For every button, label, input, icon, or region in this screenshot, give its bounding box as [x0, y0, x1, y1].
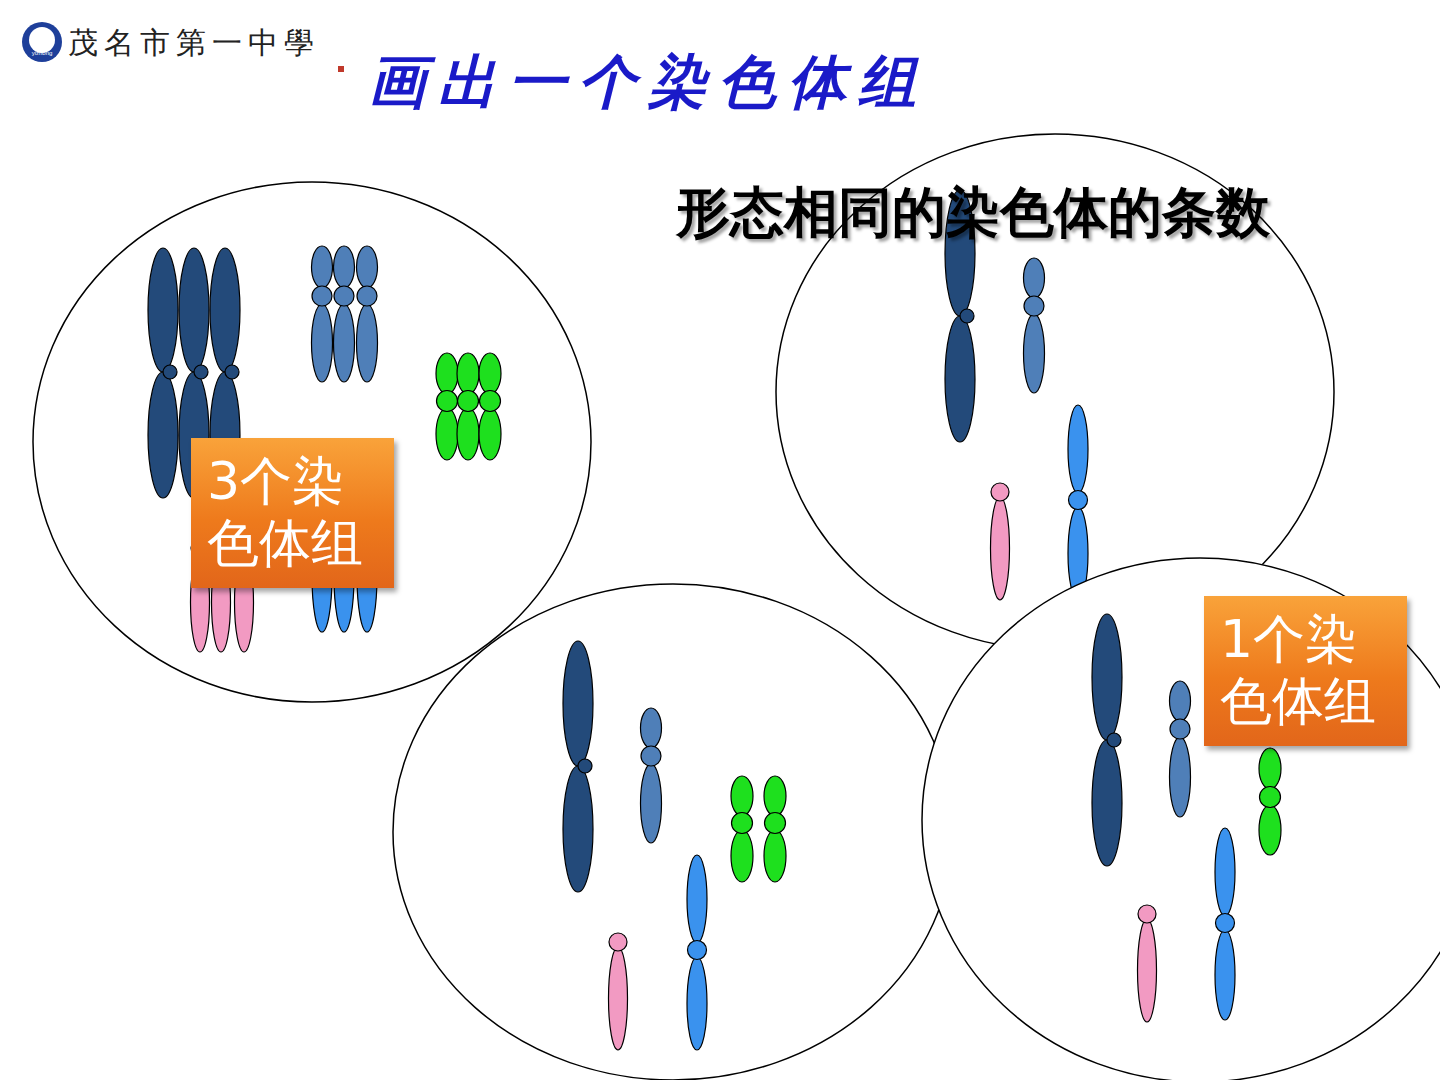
chromosome-arm	[334, 304, 355, 382]
centromere	[765, 813, 786, 834]
chromosome-arm	[563, 641, 593, 766]
signature-space	[336, 22, 346, 72]
school-logo	[22, 22, 62, 62]
chromosome-arm	[457, 408, 479, 460]
centromere	[480, 391, 501, 412]
key-hint: 形态相同的染色体的条数	[676, 180, 1270, 244]
centromere	[960, 309, 974, 323]
chromosome-arm	[1068, 405, 1088, 493]
chromosome-arm	[436, 408, 458, 460]
centromere	[1107, 733, 1121, 747]
chromosome-arm	[563, 766, 593, 892]
centromere	[1069, 491, 1088, 510]
centromere	[163, 365, 177, 379]
centromere	[688, 941, 707, 960]
chromosome-arm	[687, 855, 707, 943]
centromere	[609, 933, 627, 951]
centromere	[1260, 787, 1281, 808]
centromere	[641, 746, 661, 766]
centromere	[578, 759, 592, 773]
chromosome-arm	[479, 353, 501, 394]
chromosome-arm	[764, 776, 786, 816]
chromosome-arm	[357, 304, 378, 382]
chromosome-arm	[179, 248, 209, 372]
chromosome-arm	[1170, 681, 1191, 721]
cell-outline	[33, 182, 591, 702]
centromere	[1170, 719, 1190, 739]
school-logo-inner	[29, 27, 55, 53]
chromosome-arm	[334, 246, 355, 288]
centromere	[437, 391, 458, 412]
chromosome-arm	[609, 947, 628, 1050]
centromere	[458, 391, 479, 412]
slide-title: 画出一个染色体组	[368, 46, 928, 118]
chromosome-arm	[1170, 737, 1191, 817]
callout-text: 3个染色体组	[207, 450, 380, 574]
chromosome-arm	[731, 776, 753, 816]
callout-box: 3个染色体组	[191, 438, 394, 588]
chromosome-arm	[1138, 919, 1157, 1022]
logo-text: yizhong	[28, 50, 56, 57]
callout-box: 1个染色体组	[1204, 596, 1407, 746]
chromosome-arm	[148, 372, 178, 498]
chromosome-arm	[731, 830, 753, 882]
chromosome-arm	[1092, 740, 1122, 866]
school-name: 茂名市第一中學	[68, 24, 320, 62]
chromosome-arm	[1024, 258, 1045, 298]
chromosome-arm	[312, 246, 333, 288]
centromere	[991, 483, 1009, 501]
chromosome-arm	[641, 764, 662, 843]
chromosome-arm	[312, 304, 333, 382]
centromere	[1138, 905, 1156, 923]
centromere	[732, 813, 753, 834]
chromosome-arm	[991, 497, 1010, 600]
chromosome-arm	[1259, 805, 1281, 855]
chromosome-arm	[1092, 614, 1122, 740]
centromere	[1216, 914, 1235, 933]
seal-mark	[338, 66, 344, 72]
centromere	[225, 365, 239, 379]
cell-outline	[922, 558, 1440, 1080]
chromosome-arm	[641, 708, 662, 748]
callout-text: 1个染色体组	[1220, 608, 1393, 732]
centromere	[1024, 296, 1044, 316]
centromere	[357, 286, 377, 306]
chromosome-arm	[687, 957, 707, 1050]
chromosome-arm	[457, 353, 479, 394]
centromere	[312, 286, 332, 306]
chromosome-arm	[436, 353, 458, 394]
chromosome-arm	[1215, 930, 1235, 1020]
chromosome-arm	[764, 830, 786, 882]
cell-outline	[393, 584, 953, 1080]
chromosome-arm	[357, 246, 378, 288]
chromosome-arm	[1259, 748, 1281, 789]
chromosome-arm	[1024, 314, 1045, 393]
centromere	[194, 365, 208, 379]
chromosome-arm	[1215, 828, 1235, 916]
centromere	[334, 286, 354, 306]
chromosome-arm	[148, 248, 178, 372]
chromosome-arm	[479, 408, 501, 460]
chromosome-arm	[945, 316, 975, 442]
chromosome-arm	[210, 248, 240, 372]
